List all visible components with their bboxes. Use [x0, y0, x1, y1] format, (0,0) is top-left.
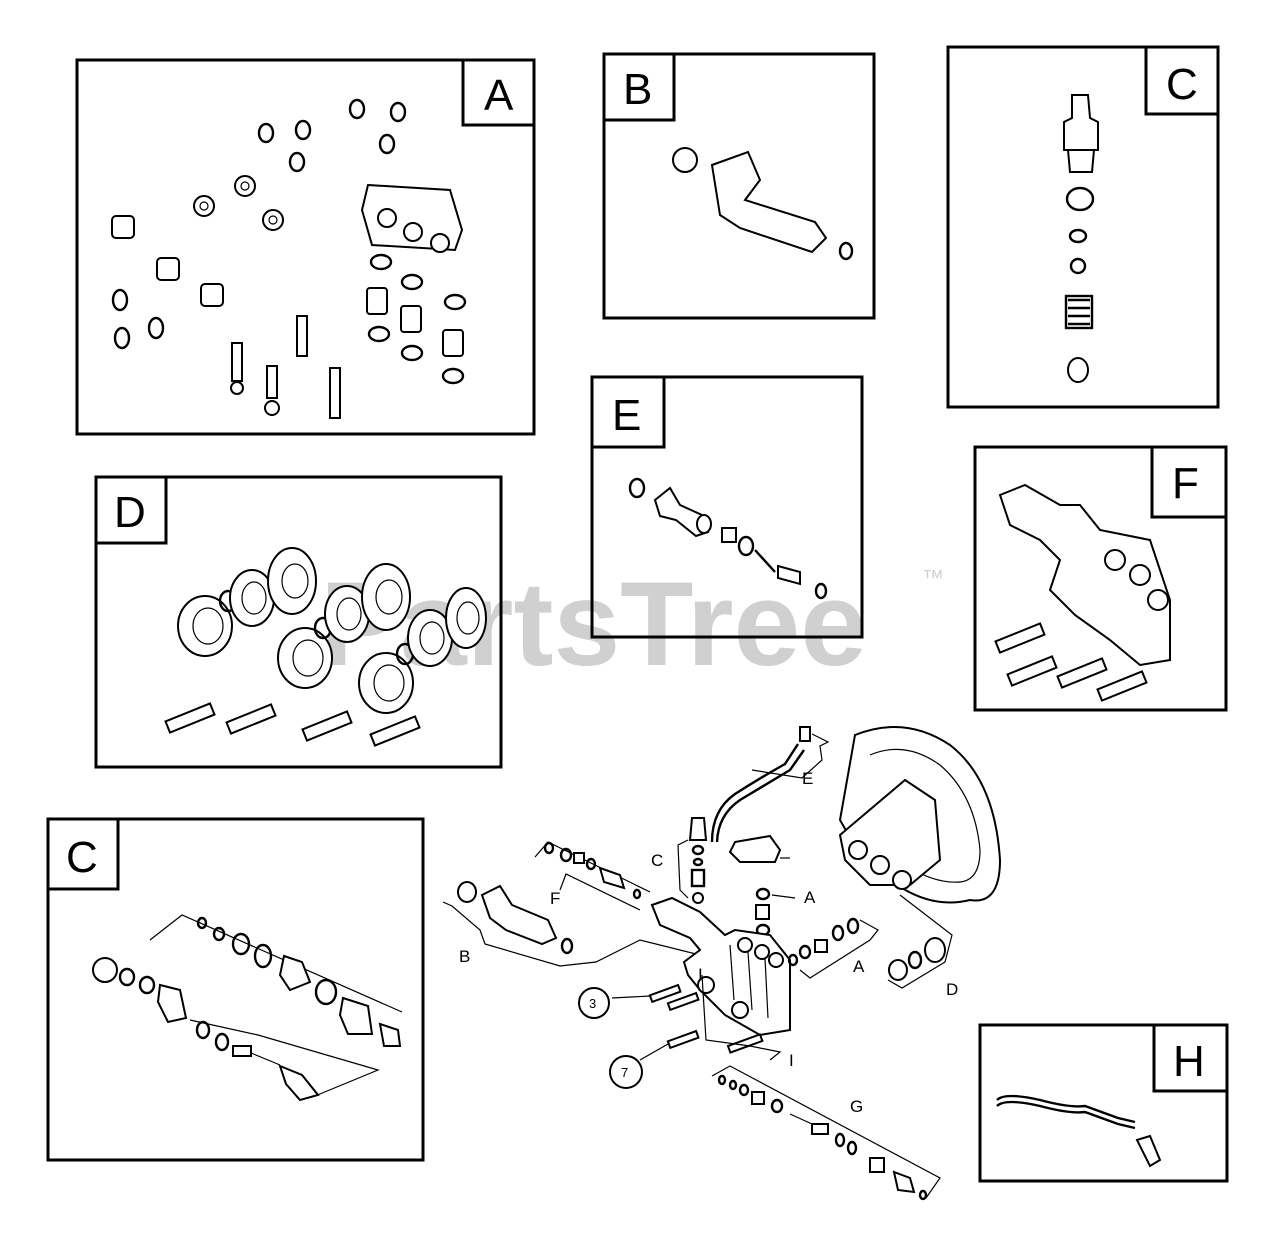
kit-h-label: H	[1173, 1037, 1205, 1086]
callout-i2: I	[789, 1051, 794, 1070]
kit-b-parts	[672, 147, 854, 261]
callout-c: C	[651, 851, 663, 870]
callout-b: B	[459, 947, 470, 966]
kit-c-parts	[1063, 94, 1099, 383]
kit-a-parts	[111, 98, 467, 419]
callout-a2: A	[804, 888, 816, 907]
kit-e-panel[interactable]: E	[590, 375, 864, 639]
callout-g: G	[850, 1097, 863, 1116]
main-assembly: E C A F	[442, 726, 1002, 1201]
callout-e: E	[802, 769, 813, 788]
kit-d-panel[interactable]: D	[94, 475, 503, 769]
kit-e-label: E	[612, 391, 641, 440]
kit-g-parts	[92, 914, 403, 1102]
kit-h-parts	[996, 1094, 1162, 1168]
watermark-trademark: ™	[922, 565, 944, 590]
kit-e-parts	[628, 477, 828, 600]
kit-g-label: C	[66, 833, 98, 882]
callout-a: A	[853, 957, 865, 976]
kit-d-label: D	[114, 488, 146, 537]
kit-c-panel[interactable]: C	[946, 45, 1220, 409]
kit-f-parts	[994, 483, 1171, 702]
kit-h-panel[interactable]: H	[978, 1023, 1229, 1183]
kit-d-parts	[164, 547, 487, 747]
callout-f: F	[550, 889, 560, 908]
kit-a-panel[interactable]: A	[75, 58, 536, 436]
callout-d: D	[946, 980, 958, 999]
kit-b-panel[interactable]: B	[602, 52, 876, 320]
callout-7: 7	[621, 1065, 628, 1080]
kit-b-label: B	[623, 65, 652, 114]
kit-a-label: A	[484, 71, 514, 120]
callout-3: 3	[589, 996, 596, 1011]
kit-g-panel[interactable]: C	[46, 817, 425, 1162]
kit-f-panel[interactable]: F	[973, 445, 1228, 712]
kit-c-label: C	[1166, 60, 1198, 109]
callout-i1: I	[698, 965, 703, 984]
kit-f-label: F	[1172, 459, 1199, 508]
